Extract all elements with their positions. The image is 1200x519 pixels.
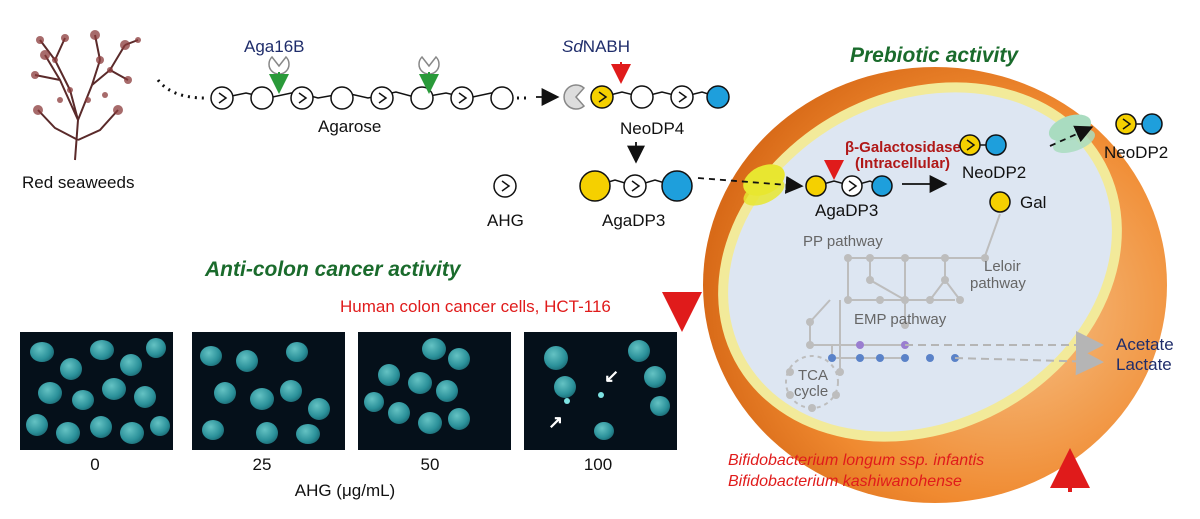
anti-colon-cancer-heading: Anti-colon cancer activity [204, 258, 462, 281]
aga16b-label: Aga16B [244, 37, 305, 56]
agarose-chain [210, 86, 514, 110]
agarose-chain-start-dots [156, 79, 206, 100]
apoptosis-arrow-icon: ↙ [604, 366, 620, 386]
agadp3-intracellular-label: AgaDP3 [815, 201, 878, 220]
leloir-pathway-label-line2: pathway [970, 275, 1026, 292]
dose-25-label: 25 [253, 455, 272, 474]
gal-label: Gal [1020, 193, 1046, 212]
microscopy-panel-100: ↙ ↗ [524, 332, 677, 450]
microscopy-panel-50 [358, 332, 511, 450]
lactate-label: Lactate [1116, 355, 1172, 374]
metabolite-nodes [786, 254, 989, 412]
agadp3-label: AgaDP3 [602, 211, 665, 230]
acetate-label: Acetate [1116, 335, 1174, 354]
seaweed-icon [31, 30, 141, 161]
tca-cycle-label-line1: TCA [798, 367, 828, 384]
beta-galactosidase-location: (Intracellular) [855, 155, 950, 172]
prebiotic-activity-heading: Prebiotic activity [850, 44, 1019, 67]
lactate-output-arrow [954, 347, 1104, 376]
pp-pathway-label: PP pathway [803, 233, 883, 250]
apoptosis-arrow-icon: ↗ [548, 412, 564, 432]
bacteria-name-2: Bifidobacterium kashiwanohense [728, 473, 962, 490]
microscopy-panel-25 [192, 332, 345, 450]
neodp2-inner-label: NeoDP2 [962, 163, 1026, 182]
agadp3-molecule [579, 170, 693, 202]
hct116-label: Human colon cancer cells, HCT-116 [340, 297, 611, 316]
sdnabh-prefix: Sd [562, 37, 583, 56]
neodp2-export-arrow [1049, 125, 1094, 147]
transporter-icon [743, 178, 785, 206]
agarose-label: Agarose [318, 117, 381, 136]
leloir-pathway-label-line1: Leloir [984, 258, 1021, 275]
bacterial-cell [703, 67, 1167, 503]
bacteria-name-1: Bifidobacterium longum ssp. infantis [728, 452, 984, 469]
sdnabh-suffix: NABH [583, 37, 630, 56]
beta-galactosidase-label: β-Galactosidase [845, 139, 961, 156]
microscopy-panel-0 [20, 332, 173, 450]
sdnabh-label: SdNABH [562, 37, 630, 56]
neodp2-extracellular [1115, 113, 1163, 135]
neodp4-molecule [590, 85, 730, 109]
neodp2-outer-label: NeoDP2 [1104, 143, 1168, 162]
neodp4-label: NeoDP4 [620, 119, 684, 138]
hydrolase-enzyme-icon [563, 84, 586, 110]
hydrolase-enzyme-icon [418, 55, 440, 94]
ahg-label: AHG [487, 211, 524, 230]
dose-100-label: 100 [584, 455, 612, 474]
galactose-residue-icon [989, 191, 1011, 213]
emp-pathway-label: EMP pathway [854, 311, 947, 328]
tca-cycle-label-line2: cycle [794, 383, 828, 400]
hydrolase-enzyme-icon [268, 55, 290, 94]
dose-0-label: 0 [90, 455, 99, 474]
agadp3-intracellular [805, 175, 893, 197]
dose-axis-label: AHG (μg/mL) [295, 481, 395, 500]
dose-50-label: 50 [421, 455, 440, 474]
red-seaweeds-label: Red seaweeds [22, 173, 134, 192]
neodp2-intracellular [959, 134, 1007, 156]
fermentation-nodes [828, 341, 959, 362]
ahg-residue-icon [493, 174, 517, 198]
